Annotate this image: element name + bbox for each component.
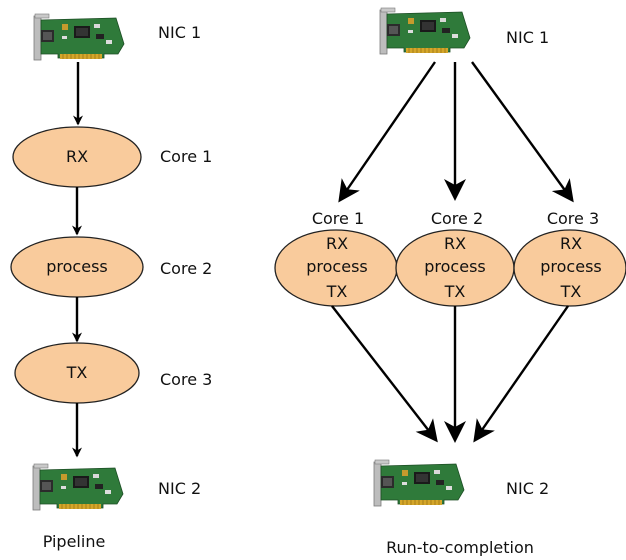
- rtc-arrow-nic-core1: [338, 61, 436, 203]
- nic-icon: [33, 13, 125, 61]
- pipeline-node-process-label: process: [46, 257, 107, 276]
- pipeline-node-tx-label: TX: [66, 363, 88, 382]
- rtc-node-core3: [513, 229, 626, 307]
- rtc-core1-rx: RX: [326, 234, 348, 253]
- run-to-completion-diagram: NIC 1 Core 1 RX process TX Core 2 RX pro…: [274, 7, 626, 557]
- nic-icon: [32, 463, 124, 511]
- pipeline-core-3-label: Core 3: [160, 370, 212, 389]
- rtc-nic-in-label: NIC 1: [506, 28, 549, 47]
- rtc-core3-tx: TX: [560, 282, 582, 301]
- rtc-caption: Run-to-completion: [386, 538, 534, 556]
- rtc-nic-out-label: NIC 2: [506, 479, 549, 498]
- pipeline-caption: Pipeline: [43, 532, 106, 551]
- rtc-core1-process: process: [306, 257, 367, 276]
- rtc-core-1-label: Core 1: [312, 209, 364, 228]
- rtc-arrow-nic-core3: [471, 61, 574, 203]
- nic-icon: [373, 459, 465, 507]
- rtc-core1-tx: TX: [326, 282, 348, 301]
- pipeline-core-2-label: Core 2: [160, 259, 212, 278]
- pipeline-nic-in-label: NIC 1: [158, 23, 201, 42]
- rtc-core2-tx: TX: [444, 282, 466, 301]
- rtc-arrow-core1-nic: [331, 305, 438, 443]
- pipeline-diagram: NIC 1 RX Core 1 process Core 2 TX Core 3…: [10, 13, 212, 551]
- pipeline-nic-out-label: NIC 2: [158, 479, 201, 498]
- rtc-core-3-label: Core 3: [547, 209, 599, 228]
- rtc-core2-process: process: [424, 257, 485, 276]
- rtc-core3-rx: RX: [560, 234, 582, 253]
- pipeline-core-1-label: Core 1: [160, 147, 212, 166]
- pipeline-node-rx-label: RX: [66, 147, 88, 166]
- rtc-arrow-core3-nic: [473, 305, 569, 443]
- rtc-core2-rx: RX: [444, 234, 466, 253]
- rtc-core-2-label: Core 2: [431, 209, 483, 228]
- nic-icon: [379, 7, 471, 55]
- rtc-core3-process: process: [540, 257, 601, 276]
